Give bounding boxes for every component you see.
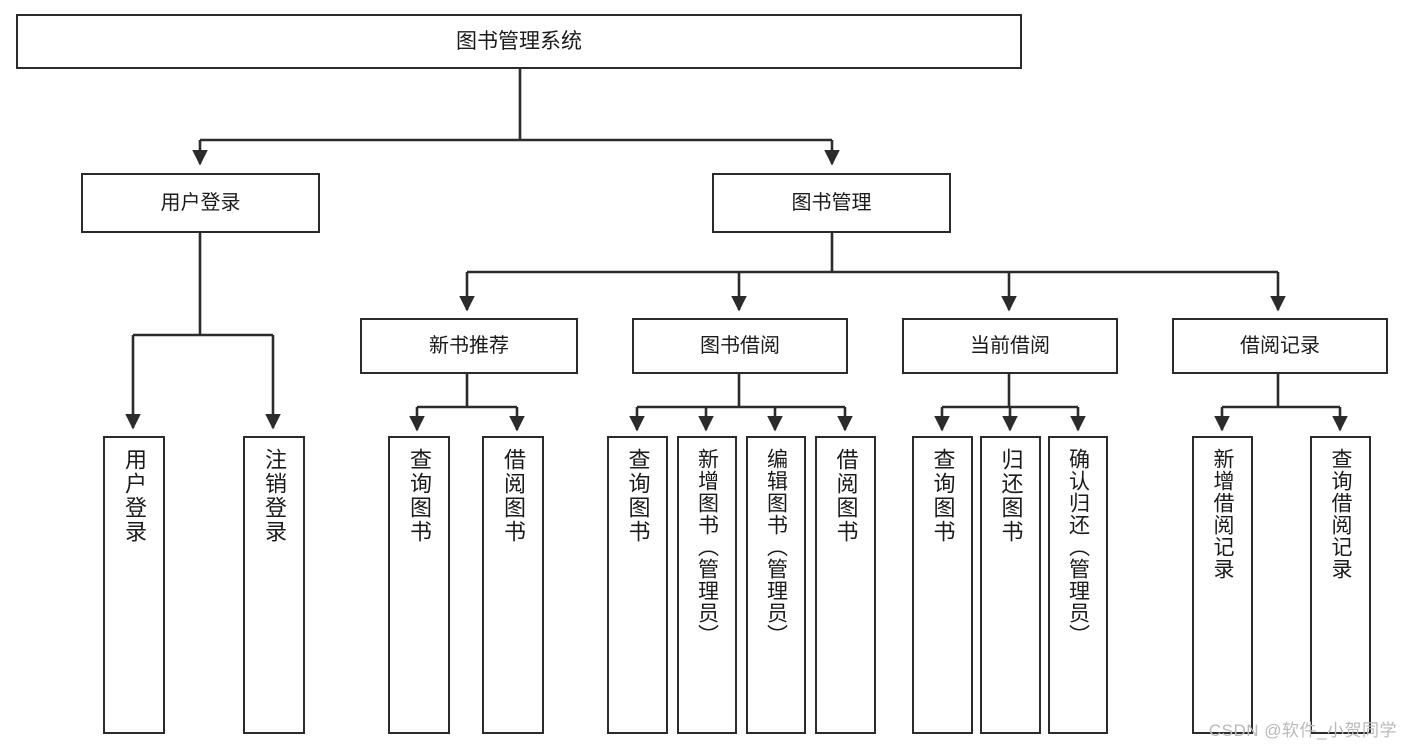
node-leaf-edit-book-label: 编辑图书（管理员） <box>764 448 788 646</box>
node-leaf-borrow-book-2[interactable]: 借阅图书 <box>815 436 876 734</box>
node-leaf-query-book-3[interactable]: 查询图书 <box>912 436 973 734</box>
node-new-book-recommend-label: 新书推荐 <box>429 334 509 357</box>
node-leaf-query-record-label: 查询借阅记录 <box>1329 448 1352 580</box>
watermark: CSDN @软件_小贺同学 <box>1208 721 1397 740</box>
node-leaf-edit-book[interactable]: 编辑图书（管理员） <box>746 436 806 734</box>
node-leaf-confirm-return[interactable]: 确认归还（管理员） <box>1048 436 1108 734</box>
node-book-borrow-label: 图书借阅 <box>700 334 780 357</box>
node-current-borrow[interactable]: 当前借阅 <box>902 318 1118 374</box>
node-leaf-borrow-book-2-label: 借阅图书 <box>833 448 859 544</box>
node-root-label: 图书管理系统 <box>456 29 582 53</box>
node-user-login-label: 用户登录 <box>160 191 241 214</box>
node-leaf-logout[interactable]: 注销登录 <box>243 436 305 734</box>
node-leaf-confirm-return-label: 确认归还（管理员） <box>1066 448 1090 646</box>
node-leaf-logout-label: 注销登录 <box>262 448 287 544</box>
node-leaf-query-book-2[interactable]: 查询图书 <box>607 436 668 734</box>
node-leaf-query-book-1-label: 查询图书 <box>407 448 432 544</box>
node-leaf-add-book[interactable]: 新增图书（管理员） <box>677 436 737 734</box>
node-leaf-user-login-label: 用户登录 <box>122 448 147 544</box>
node-current-borrow-label: 当前借阅 <box>970 334 1050 357</box>
node-leaf-return-book-label: 归还图书 <box>998 448 1024 544</box>
node-leaf-add-record[interactable]: 新增借阅记录 <box>1192 436 1253 734</box>
node-leaf-query-book-2-label: 查询图书 <box>625 448 651 544</box>
node-leaf-query-book-1[interactable]: 查询图书 <box>388 436 450 734</box>
node-leaf-query-book-3-label: 查询图书 <box>930 448 956 544</box>
node-book-management-label: 图书管理 <box>791 191 872 214</box>
node-leaf-query-record[interactable]: 查询借阅记录 <box>1310 436 1371 734</box>
node-leaf-borrow-book-1-label: 借阅图书 <box>501 448 526 544</box>
node-user-login[interactable]: 用户登录 <box>81 173 320 233</box>
node-leaf-add-book-label: 新增图书（管理员） <box>695 448 719 646</box>
node-leaf-add-record-label: 新增借阅记录 <box>1211 448 1234 580</box>
node-leaf-user-login[interactable]: 用户登录 <box>103 436 165 734</box>
node-borrow-record-label: 借阅记录 <box>1240 334 1320 357</box>
node-book-management[interactable]: 图书管理 <box>712 173 951 233</box>
node-leaf-return-book[interactable]: 归还图书 <box>980 436 1041 734</box>
node-borrow-record[interactable]: 借阅记录 <box>1172 318 1388 374</box>
node-leaf-borrow-book-1[interactable]: 借阅图书 <box>482 436 544 734</box>
node-book-borrow[interactable]: 图书借阅 <box>632 318 848 374</box>
node-new-book-recommend[interactable]: 新书推荐 <box>360 318 578 374</box>
node-root[interactable]: 图书管理系统 <box>16 14 1022 69</box>
